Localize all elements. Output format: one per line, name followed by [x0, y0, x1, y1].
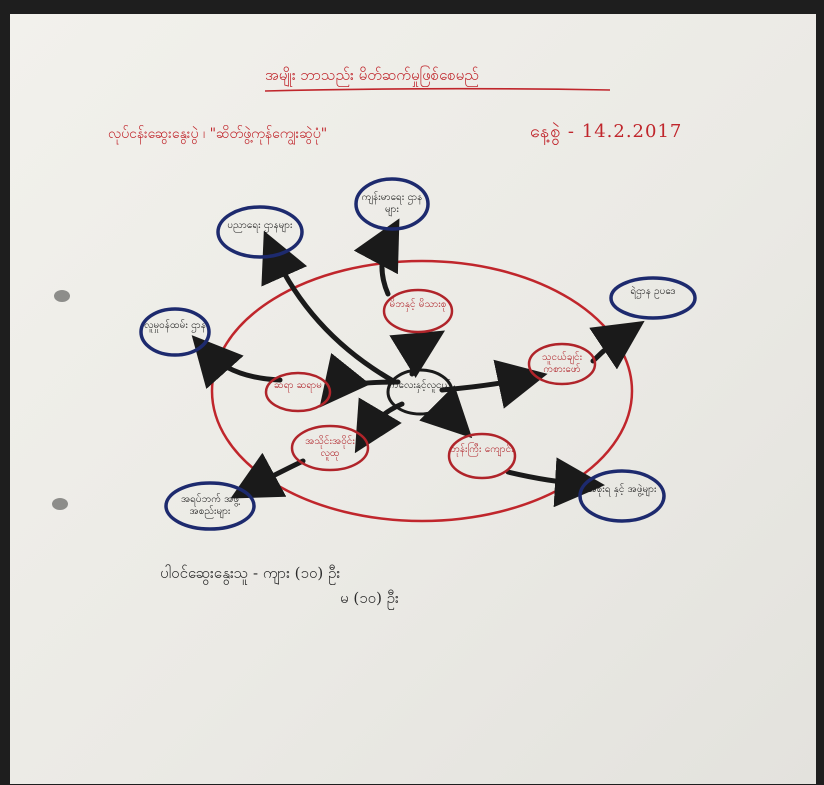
outer-node-label-right: ရဲဌာန ဥပဒေ: [630, 286, 676, 297]
arrow-center-to-lower-left: [354, 397, 405, 454]
inner-node-circle-lower-right: [447, 432, 517, 480]
outer-boundary-circle: [210, 259, 634, 523]
inner-node-circle-lower-left: [290, 424, 370, 472]
arrow-to-left-outer: [191, 335, 283, 390]
outer-node-circle-right: [609, 276, 697, 320]
outer-node-label-left: လူမှုဝန်ထမ်း ဌာန: [144, 320, 206, 331]
participants-line-female: မ (၁၀) ဦး: [340, 589, 399, 607]
workshop-subtitle: လုပ်ငန်းဆွေးနွေးပွဲ ၊ "ဆိတ်ဖွဲ့ကုန်ကျွေး…: [108, 126, 328, 142]
outer-node-label-bottom-right: အစိုးရ နှင့် အဖွဲ့များ: [587, 484, 657, 495]
arrow-to-bottom-left-outer: [230, 452, 306, 499]
participants-line-male: ပါဝင်ဆွေးနွေးသူ - ကျား (၁၀) ဦး: [160, 564, 341, 582]
inner-node-circle-left: [264, 371, 332, 413]
inner-node-label-top: မိဘနှင့် မိသားစု: [389, 299, 447, 310]
punch-hole-top: [54, 290, 70, 302]
outer-node-circle-left: [139, 307, 211, 357]
inner-node-label-left: ဆရာ ဆရာမ: [274, 380, 322, 391]
inner-node-label-right: သူငယ်ချင်း ကစားဖော်: [541, 352, 583, 375]
punch-hole-bottom: [52, 498, 68, 510]
diagram: [139, 177, 697, 531]
arrow-center-to-inner-left: [319, 352, 401, 408]
outer-node-label-top: ကျန်းမာရေး ဌာနများ: [361, 192, 423, 215]
outer-node-circle-top: [354, 177, 430, 231]
inner-node-circle-right: [527, 342, 597, 386]
date-label: နေ့စွဲ - 14.2.2017: [530, 121, 683, 142]
outer-node-label-bottom-left: အရပ်ဘက် အဖွဲ့အစည်းများ: [180, 494, 240, 517]
title-underline: [264, 87, 611, 92]
outer-node-circle-bottom-right: [578, 469, 666, 523]
outer-node-circle-bottom-left: [164, 481, 256, 531]
center-node-circle: [386, 368, 454, 416]
arrow-to-top-outer: [353, 218, 400, 297]
inner-node-label-lower-left: အသိုင်းအဝိုင်း လူထု: [305, 436, 355, 459]
paper-sheet: အမျိုး ဘာသည်း မိတ်ဆက်မှုဖြစ်စေမည် လုပ်ငန…: [10, 14, 816, 784]
outer-node-label-top-left: ပညာရေး ဌာနများ: [227, 220, 293, 231]
outer-node-circle-top-left: [216, 205, 304, 259]
center-node-label: ကလေးနှင့်လူငယ်: [388, 380, 452, 391]
page-title: အမျိုး ဘာသည်း မိတ်ဆက်မှုဖြစ်စေမည်: [265, 66, 479, 84]
arrow-center-to-top-left: [261, 230, 398, 385]
arrow-to-bottom-right-outer: [505, 457, 605, 508]
paper-decoration: [52, 87, 611, 510]
inner-node-label-lower-right: ဘုန်းကြီး ကျောင်း: [450, 444, 514, 455]
inner-node-circle-top: [382, 288, 454, 334]
arrow-to-right-outer: [589, 320, 645, 370]
